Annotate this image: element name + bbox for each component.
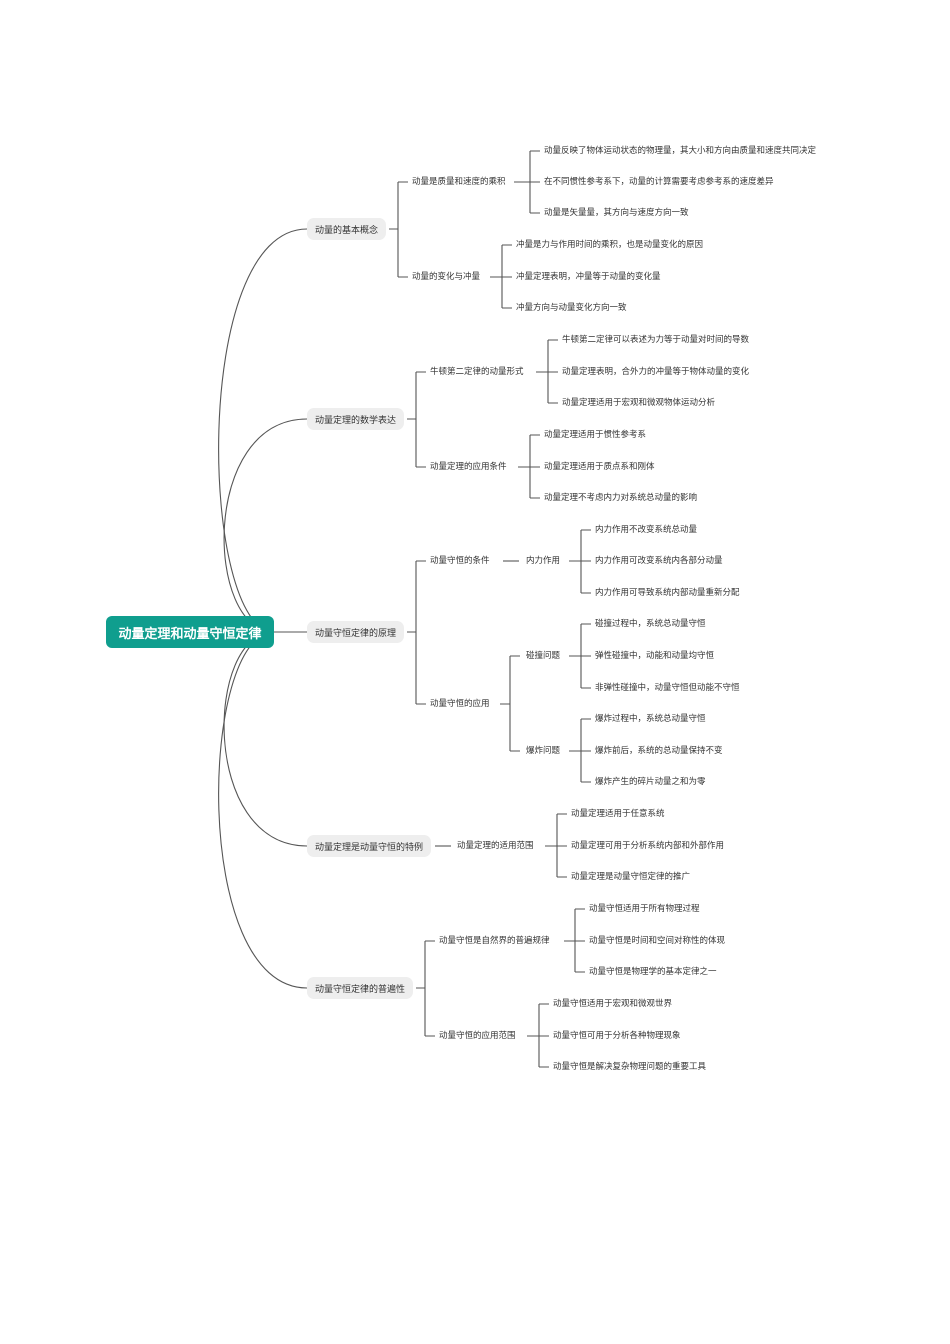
leaf-node[interactable]: 动量守恒适用于所有物理过程	[589, 904, 700, 914]
leaf-node[interactable]: 非弹性碰撞中，动量守恒但动能不守恒	[595, 683, 740, 693]
subtopic-node[interactable]: 动量的变化与冲量	[412, 272, 481, 282]
connector-b5-c1	[564, 908, 585, 973]
leaf-node[interactable]: 动量定理适用于任意系统	[571, 809, 665, 819]
leaf-node[interactable]: 动量守恒是解决复杂物理问题的重要工具	[553, 1062, 707, 1072]
leaf-node[interactable]: 内力作用可导致系统内部动量重新分配	[595, 588, 740, 598]
leaf-node[interactable]: 冲量定理表明，冲量等于动量的变化量	[516, 272, 661, 282]
leaf-node[interactable]: 动量是矢量量，其方向与速度方向一致	[544, 208, 689, 218]
leaf-node[interactable]: 爆炸产生的碎片动量之和为零	[595, 777, 706, 787]
leaf-node[interactable]: 动量守恒是时间和空间对称性的体现	[589, 936, 726, 946]
connector-b1-c1	[514, 150, 540, 214]
connector-b5-c2	[527, 1003, 549, 1068]
leaf-node[interactable]: 内力作用不改变系统总动量	[595, 525, 698, 535]
leaf-node[interactable]: 动量定理表明，合外力的冲量等于物体动量的变化	[562, 367, 750, 377]
topic-basic-concept[interactable]: 动量的基本概念	[307, 218, 387, 240]
subtopic-node[interactable]: 内力作用	[526, 556, 561, 566]
subtopic-node[interactable]: 动量定理的应用条件	[430, 462, 507, 472]
connector-root-b4	[223, 631, 308, 847]
connector-b1-c2	[490, 244, 512, 309]
connector-b3-c1-d1	[569, 529, 591, 594]
leaf-node[interactable]: 动量反映了物体运动状态的物理量，其大小和方向由质量和速度共同决定	[544, 146, 817, 156]
leaf-node[interactable]: 弹性碰撞中，动能和动量均守恒	[595, 651, 715, 661]
connector-root-b5	[218, 631, 308, 989]
connector-b1	[389, 181, 408, 278]
leaf-node[interactable]: 动量守恒可用于分析各种物理现象	[553, 1031, 681, 1041]
leaf-node[interactable]: 爆炸过程中，系统总动量守恒	[595, 714, 706, 724]
connector-b2-c1	[536, 339, 558, 404]
connector-root-b1	[218, 228, 308, 633]
subtopic-node[interactable]: 牛顿第二定律的动量形式	[430, 367, 524, 377]
leaf-node[interactable]: 动量守恒适用于宏观和微观世界	[553, 999, 673, 1009]
subtopic-node[interactable]: 动量定理的适用范围	[457, 841, 534, 851]
leaf-node[interactable]: 在不同惯性参考系下，动量的计算需要考虑参考系的速度差异	[544, 177, 774, 187]
leaf-node[interactable]: 碰撞过程中，系统总动量守恒	[595, 619, 706, 629]
subtopic-node[interactable]: 动量守恒的应用范围	[439, 1031, 516, 1041]
subtopic-node[interactable]: 动量守恒是自然界的普遍规律	[439, 936, 550, 946]
root-topic[interactable]: 动量定理和动量守恒定律	[106, 616, 274, 648]
leaf-node[interactable]: 冲量方向与动量变化方向一致	[516, 303, 627, 313]
leaf-node[interactable]: 动量守恒是物理学的基本定律之一	[589, 967, 717, 977]
topic-special-case[interactable]: 动量定理是动量守恒的特例	[307, 835, 432, 857]
connector-root-b2	[223, 418, 308, 633]
leaf-node[interactable]: 动量定理适用于宏观和微观物体运动分析	[562, 398, 716, 408]
leaf-node[interactable]: 动量定理是动量守恒定律的推广	[571, 872, 691, 882]
subtopic-node[interactable]: 动量守恒的应用	[430, 699, 490, 709]
leaf-node[interactable]: 动量定理适用于质点系和刚体	[544, 462, 655, 472]
connector-b3-c2	[500, 655, 520, 752]
leaf-node[interactable]: 动量定理可用于分析系统内部和外部作用	[571, 841, 725, 851]
connector-b2	[407, 371, 426, 468]
connector-b3	[407, 560, 426, 705]
topic-conservation-principle[interactable]: 动量守恒定律的原理	[307, 621, 405, 643]
leaf-node[interactable]: 冲量是力与作用时间的乘积，也是动量变化的原因	[516, 240, 704, 250]
subtopic-node[interactable]: 动量是质量和速度的乘积	[412, 177, 506, 187]
subtopic-node[interactable]: 爆炸问题	[526, 746, 561, 756]
leaf-node[interactable]: 内力作用可改变系统内各部分动量	[595, 556, 723, 566]
leaf-node[interactable]: 动量定理不考虑内力对系统总动量的影响	[544, 493, 698, 503]
connector-b3-c2-d2	[569, 718, 591, 783]
connector-b4-c1	[545, 813, 567, 878]
connector-b2-c2	[518, 434, 540, 499]
subtopic-node[interactable]: 动量守恒的条件	[430, 556, 490, 566]
subtopic-node[interactable]: 碰撞问题	[526, 651, 561, 661]
leaf-node[interactable]: 动量定理适用于惯性参考系	[544, 430, 647, 440]
connector-b5	[416, 940, 435, 1037]
connector-b3-c2-d1	[569, 623, 591, 689]
topic-math-expression[interactable]: 动量定理的数学表达	[307, 408, 405, 430]
leaf-node[interactable]: 爆炸前后，系统的总动量保持不变	[595, 746, 723, 756]
topic-universality[interactable]: 动量守恒定律的普遍性	[307, 977, 414, 999]
leaf-node[interactable]: 牛顿第二定律可以表述为力等于动量对时间的导数	[562, 335, 750, 345]
